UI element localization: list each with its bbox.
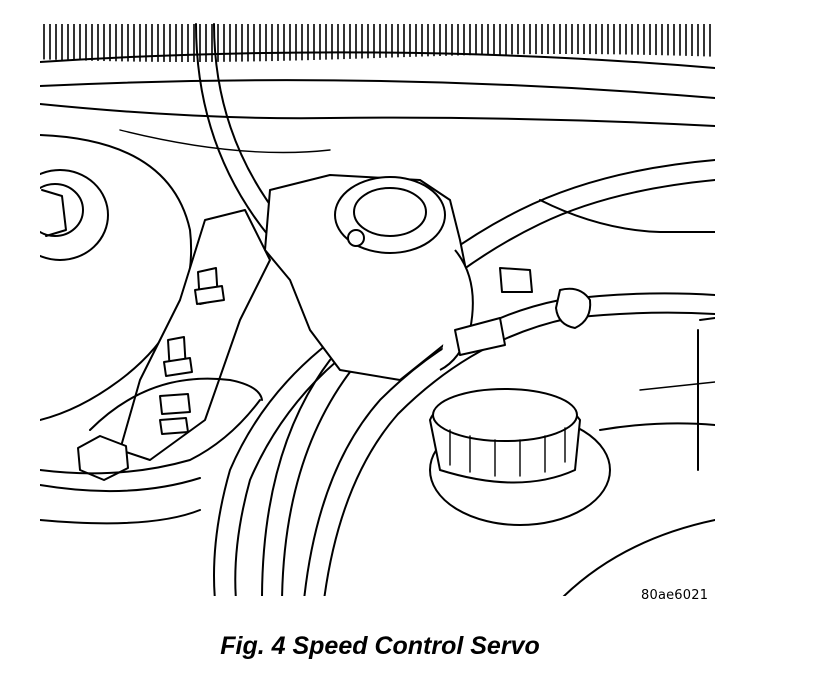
figure-reference-code: 80ae6021 bbox=[641, 588, 709, 603]
speed-control-servo bbox=[264, 174, 592, 381]
engine-bay-illustration bbox=[40, 23, 715, 596]
figure-caption: Fig. 4 Speed Control Servo bbox=[220, 632, 540, 660]
line-drawing bbox=[40, 23, 715, 596]
reservoir-cap bbox=[429, 388, 611, 526]
mounting-bracket bbox=[119, 209, 271, 461]
hold-down-bolt bbox=[40, 377, 263, 493]
